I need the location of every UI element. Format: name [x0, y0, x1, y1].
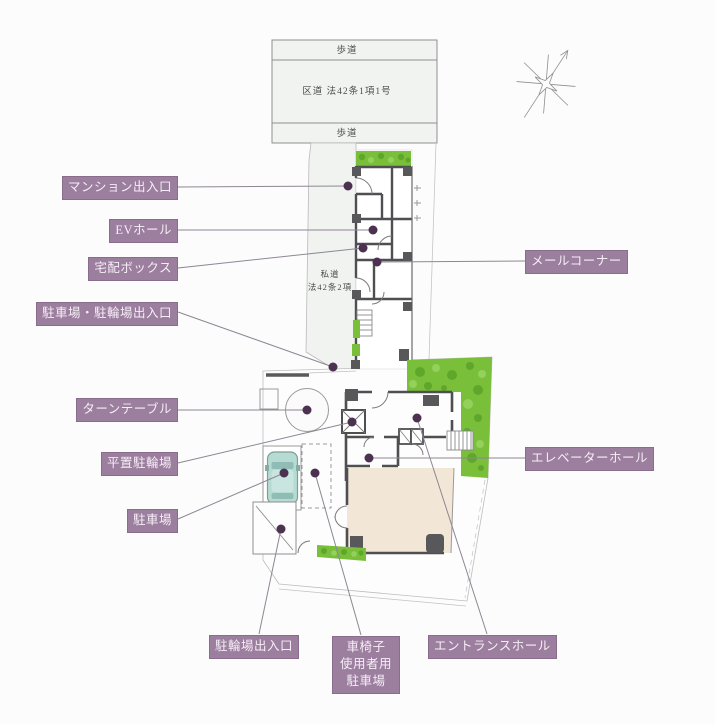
private-road: 私道 法42条2項 — [305, 142, 357, 370]
label-wheelchair-parking-line2: 使用者用 — [340, 657, 393, 671]
boundary-dashed-line — [464, 479, 486, 599]
hedge-bottom — [317, 545, 366, 561]
building-main-block — [252, 370, 474, 561]
east-boundary-line — [428, 142, 437, 361]
entrance-opening-line — [308, 370, 357, 374]
sidewalk-bottom-text: 歩道 — [336, 127, 357, 139]
door-swing-arcs — [297, 391, 424, 554]
main-block-walls — [344, 390, 454, 555]
road-area: 歩道 区道 法42条1項1号 歩道 — [271, 39, 438, 144]
label-mansion-entrance: マンション出入口 — [61, 176, 178, 200]
callout-anchor-dots — [276, 181, 422, 534]
label-parking: 駐車場 — [126, 509, 178, 533]
stairs-east — [446, 430, 474, 451]
private-road-text-1: 私道 — [320, 269, 339, 279]
label-entrance-hall: エントランスホール — [428, 635, 557, 659]
label-bicycle-parking-entrance: 駐輪場出入口 — [209, 635, 300, 659]
rack-marks — [414, 185, 421, 221]
label-flat-bicycle-parking: 平置駐輪場 — [100, 452, 178, 476]
label-mail-corner: メールコーナー — [525, 250, 628, 274]
north-star-icon — [516, 49, 576, 118]
structural-columns — [345, 389, 444, 553]
hedge-top — [356, 151, 411, 166]
planting-strip — [352, 344, 360, 356]
label-delivery-box: 宅配ボックス — [88, 257, 178, 281]
car-top-view — [265, 451, 300, 505]
planting-strip — [353, 320, 360, 338]
label-turntable: ターンテーブル — [76, 398, 178, 422]
building-upper-wing — [351, 149, 421, 370]
door-swing-arcs — [355, 177, 393, 305]
label-wheelchair-parking-line1: 車椅子 — [346, 640, 386, 654]
label-wheelchair-parking-line3: 駐車場 — [346, 674, 386, 688]
sidewalk-top-text: 歩道 — [336, 44, 357, 56]
wheelchair-parking-stall — [301, 443, 332, 509]
boundary-offset-line — [278, 588, 467, 607]
label-elevator-hall: エレベーターホール — [525, 447, 655, 471]
private-road-text-2: 法42条2項 — [308, 282, 352, 292]
structural-columns — [351, 167, 412, 369]
entrance-approach-floor — [347, 468, 454, 553]
private-road-area — [305, 142, 357, 370]
label-wheelchair-parking: 車椅子 使用者用 駐車場 — [332, 636, 401, 694]
road-band — [271, 39, 438, 144]
callout-leader-lines — [177, 185, 526, 636]
ward-road-text: 区道 法42条1項1号 — [302, 85, 391, 97]
label-parking-bicycle-entrance: 駐車場・駐輪場出入口 — [35, 302, 178, 326]
bicycle-entrance-room — [252, 501, 297, 555]
approach-edge — [450, 467, 455, 554]
utility-box — [259, 388, 279, 410]
label-ev-hall: EVホール — [109, 219, 178, 243]
elevator-shafts — [398, 428, 424, 445]
